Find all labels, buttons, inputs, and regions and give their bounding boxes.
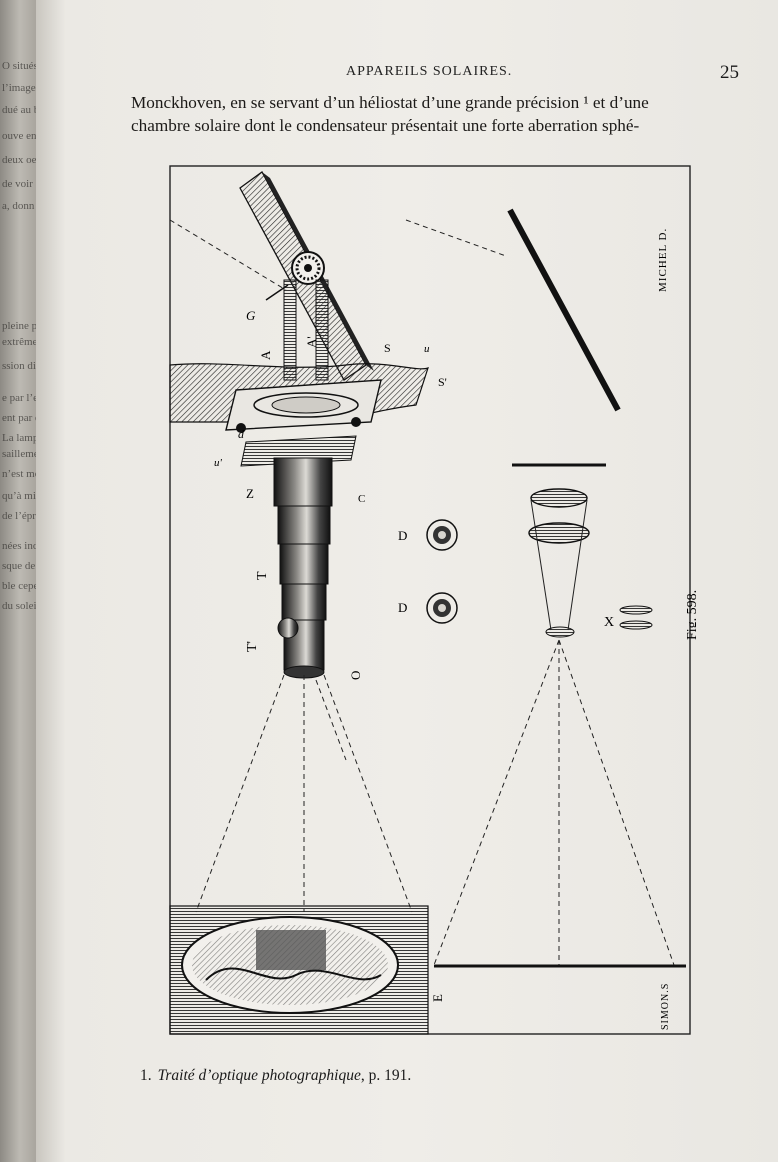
label-d-upper: D	[398, 528, 407, 543]
adjacent-page-fragment: saillement	[2, 448, 36, 460]
adjacent-page-fragment: nées indique	[2, 540, 36, 552]
body-text-line: chambre solaire dont le condensateur pré…	[131, 116, 640, 135]
label-t-prime: T'	[245, 641, 260, 652]
running-head: APPAREILS SOLAIRES.	[346, 64, 513, 79]
label-c: C	[358, 493, 365, 505]
book-page: APPAREILS SOLAIRES. 25 Monckhoven, en se…	[36, 0, 778, 1162]
adjacent-page-fragment: du soleil	[2, 600, 36, 612]
label-e: E	[430, 994, 445, 1002]
label-o: O	[348, 671, 363, 680]
camera-tube	[273, 457, 333, 679]
adjacent-page-fragment: e par l’emploi	[2, 392, 36, 404]
engraving-figure: G A A' S u S' d u' Z C D D T T' O X E Fi…	[166, 160, 696, 1040]
projected-image	[181, 916, 399, 1014]
adjacent-page-fragment: pleine pour	[2, 320, 36, 332]
footnote-number: 1.	[140, 1067, 152, 1084]
heliostat-gear	[291, 251, 325, 285]
page-number: 25	[720, 62, 739, 83]
label-u-small: u'	[214, 457, 223, 469]
label-g: G	[246, 308, 256, 323]
artist-signature: SIMON.S	[660, 983, 671, 1030]
mirror-line	[507, 208, 621, 412]
adjacent-page-fragment: La lampe	[2, 432, 36, 444]
footnote-title: Traité d’optique photographique	[157, 1067, 361, 1084]
adjacent-page-fragment: dué au bis	[2, 104, 36, 116]
footnote-rest: , p. 191.	[360, 1067, 412, 1084]
label-x: X	[604, 615, 614, 630]
figure-caption: Fig. 598.	[685, 590, 696, 640]
adjacent-page-fragment: l’image s	[2, 82, 36, 94]
footnote: 1. Traité d’optique photographique, p. 19…	[140, 1067, 411, 1085]
figure-frame	[169, 165, 691, 1035]
adjacent-page-fragment: sque de rendre	[2, 560, 36, 572]
label-u: u	[424, 343, 430, 355]
label-a-right: A'	[304, 336, 319, 348]
adjacent-page-fragment: ent par dér	[2, 412, 36, 424]
adjacent-page-fragment: de voir	[2, 178, 33, 190]
adjacent-page-fragment: de l’épreuve	[2, 510, 36, 522]
adjacent-page-fragment: deux oeuv	[2, 154, 36, 166]
adjacent-page-fragment: ouve en L	[2, 130, 36, 142]
condenser-lens	[528, 488, 590, 638]
label-t: T	[255, 571, 270, 580]
adjacent-page-fragment: qu’à midi	[2, 490, 36, 502]
adjacent-page-edge: O situés l’image s dué au bis ouve en L deux…	[0, 0, 36, 1162]
adjacent-page-fragment: extrêmement	[2, 336, 36, 348]
lens-ring-lower	[426, 592, 458, 624]
engraver-signature: MICHEL D.	[657, 228, 669, 292]
lens-ring-upper	[426, 519, 458, 551]
adjacent-page-fragment: ssion dimin	[2, 360, 36, 372]
label-a-left: A	[258, 350, 273, 360]
adjacent-page-fragment: O situés	[2, 60, 36, 72]
label-s-prime: S'	[438, 375, 447, 389]
label-d: d	[238, 427, 245, 441]
adjacent-page-fragment: a, donn	[2, 200, 35, 212]
label-z: Z	[246, 486, 254, 501]
adjacent-page-fragment: n’est moins	[2, 468, 36, 480]
small-lenses-x	[619, 605, 653, 630]
adjacent-page-fragment: ble cependant	[2, 580, 36, 592]
label-s: S	[384, 341, 391, 355]
label-d-lower: D	[398, 600, 407, 615]
body-text-line: Monckhoven, en se servant d’un héliostat…	[131, 93, 649, 112]
